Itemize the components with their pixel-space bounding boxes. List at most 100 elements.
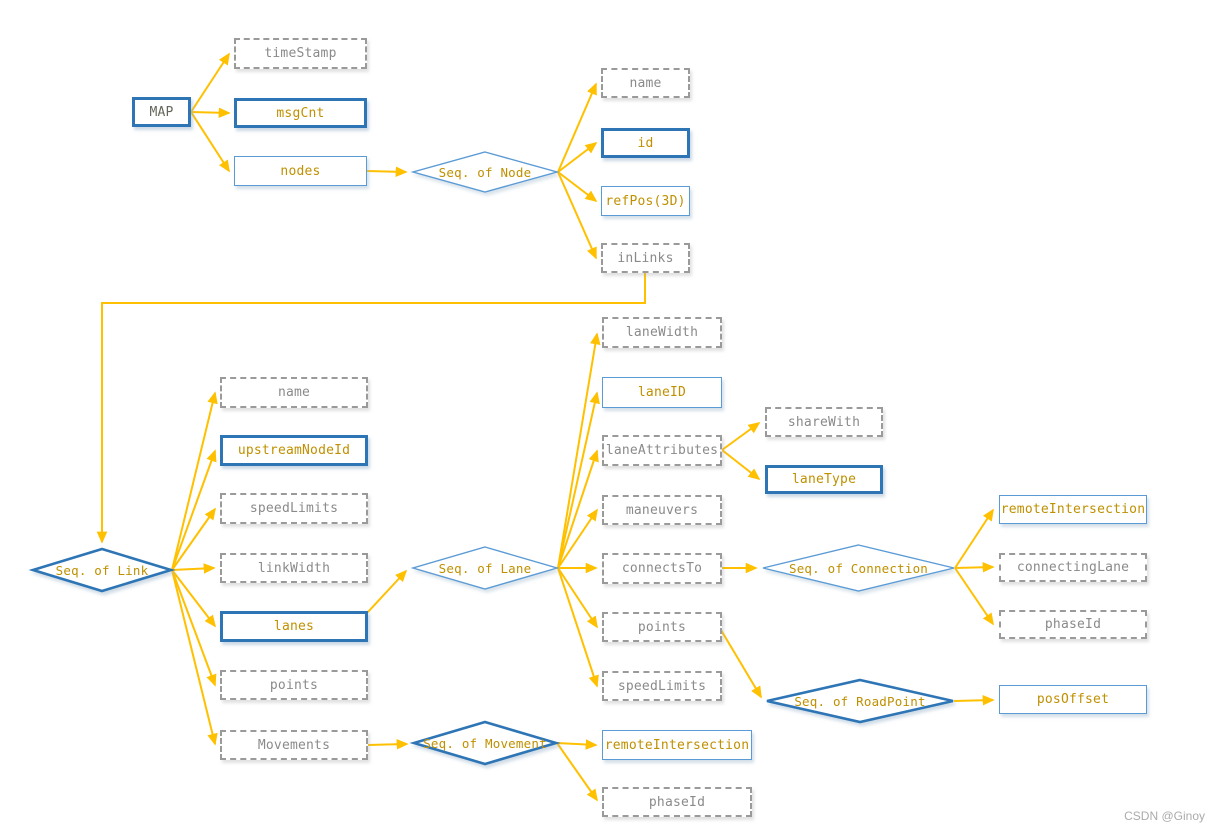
edge-map-to-nodes	[190, 111, 230, 173]
node-node-inlinks: inLinks	[601, 243, 690, 273]
node-map: MAP	[132, 97, 191, 127]
node-conn-connectinglane: connectingLane	[999, 553, 1147, 582]
node-mv-remoteintersection: remoteIntersection	[602, 730, 752, 760]
node-label-conn-phaseid: phaseId	[1044, 617, 1102, 632]
node-link-lanes: lanes	[220, 611, 368, 642]
diamond-shape	[766, 678, 954, 724]
edge-seq-of-lane-to-lane-laneattributes	[557, 449, 599, 569]
edge-seq-of-connection-to-conn-connectinglane	[954, 561, 995, 573]
node-lane-laneattributes: laneAttributes	[602, 435, 722, 466]
diamond-shape	[28, 547, 176, 593]
watermark-text: CSDN @Ginoy	[1124, 809, 1205, 823]
node-label-lane-lanewidth: laneWidth	[625, 325, 699, 340]
edge-seq-of-connection-to-conn-remoteintersection	[954, 508, 994, 569]
node-label-conn-remoteintersection: remoteIntersection	[1000, 502, 1146, 517]
node-link-name: name	[220, 377, 368, 408]
node-label-link-linkwidth: linkWidth	[257, 560, 331, 576]
edge-lane-laneattributes-to-lanetype	[721, 449, 761, 481]
node-node-id: id	[601, 128, 690, 158]
node-timestamp: timeStamp	[234, 38, 367, 69]
node-lane-laneid: laneID	[602, 377, 722, 408]
edge-seq-of-link-to-link-lanes	[171, 569, 217, 628]
node-link-linkwidth: linkWidth	[220, 553, 368, 583]
node-label-nodes: nodes	[280, 163, 321, 179]
node-lane-points: points	[602, 612, 722, 642]
edge-seq-of-lane-to-lane-lanewidth	[557, 332, 601, 569]
node-label-mv-phaseid: phaseId	[648, 794, 706, 810]
node-label-node-name: name	[629, 75, 662, 91]
edge-node-inlinks-to-seq-of-link	[96, 273, 646, 544]
edge-seq-of-node-to-node-name	[557, 82, 597, 173]
node-label-link-name: name	[277, 385, 311, 400]
node-label-mv-remoteintersection: remoteIntersection	[604, 737, 750, 753]
node-label-posoffset: posOffset	[1036, 692, 1110, 707]
edge-link-movements-to-seq-of-movement	[367, 738, 409, 750]
node-label-lane-connectsto: connectsTo	[621, 561, 703, 576]
edge-map-to-timestamp	[190, 52, 230, 113]
node-lanetype: laneType	[765, 465, 883, 494]
node-label-link-lanes: lanes	[273, 619, 315, 634]
edge-seq-of-roadpoint-to-posoffset	[953, 694, 995, 706]
node-link-movements: Movements	[220, 730, 368, 760]
node-link-speedlimits: speedLimits	[220, 493, 368, 524]
node-seq-of-connection: Seq. of Connection	[762, 544, 955, 592]
node-label-seq-of-lane: Seq. of Lane	[438, 560, 532, 576]
edge-seq-of-node-to-node-refpos	[557, 171, 598, 203]
node-label-link-movements: Movements	[257, 737, 331, 753]
edge-seq-of-link-to-link-upstreamnodeid	[171, 449, 217, 571]
diamond-shape	[410, 151, 560, 193]
edge-lane-laneattributes-to-sharewith	[721, 422, 761, 451]
node-label-link-points: points	[269, 677, 319, 693]
node-label-lane-points: points	[637, 619, 687, 635]
node-seq-of-node: Seq. of Node	[410, 151, 560, 193]
node-conn-phaseid: phaseId	[999, 610, 1147, 639]
node-seq-of-movement: Seq. of Movement	[409, 720, 561, 766]
edge-link-lanes-to-seq-of-lane	[366, 569, 408, 614]
diamond-shape	[410, 546, 560, 590]
edge-map-to-msgcnt	[190, 107, 231, 119]
node-label-lane-speedlimits: speedLimits	[617, 678, 707, 694]
node-label-link-upstreamnodeid: upstreamNodeId	[237, 443, 351, 458]
edge-seq-of-movement-to-mv-phaseid	[556, 742, 598, 802]
node-sharewith: shareWith	[765, 407, 883, 437]
node-label-seq-of-link: Seq. of Link	[55, 562, 149, 578]
edge-seq-of-node-to-node-inlinks	[557, 171, 597, 260]
diamond-shape	[409, 720, 561, 766]
node-lane-lanewidth: laneWidth	[602, 317, 722, 348]
node-label-lane-laneattributes: laneAttributes	[605, 443, 719, 458]
edge-seq-of-link-to-link-speedlimits	[171, 507, 216, 571]
edge-seq-of-link-to-link-linkwidth	[171, 563, 216, 574]
node-node-refpos: refPos(3D)	[601, 186, 690, 216]
node-mv-phaseid: phaseId	[602, 787, 752, 817]
node-msgcnt: msgCnt	[234, 98, 367, 128]
node-nodes: nodes	[234, 156, 367, 186]
node-label-lanetype: laneType	[791, 472, 857, 487]
node-label-conn-connectinglane: connectingLane	[1016, 560, 1130, 575]
node-link-upstreamnodeid: upstreamNodeId	[220, 435, 368, 466]
edge-seq-of-movement-to-mv-remoteintersection	[556, 739, 598, 750]
node-label-node-inlinks: inLinks	[617, 250, 674, 266]
node-label-map: MAP	[149, 104, 174, 120]
edge-seq-of-link-to-link-name	[171, 391, 218, 571]
edge-seq-of-link-to-link-movements	[171, 569, 218, 746]
node-label-msgcnt: msgCnt	[276, 105, 325, 121]
edge-seq-of-lane-to-lane-speedlimits	[557, 567, 599, 688]
node-seq-of-link: Seq. of Link	[28, 547, 176, 593]
node-node-name: name	[601, 68, 690, 98]
edge-seq-of-lane-to-lane-laneid	[557, 391, 600, 569]
node-label-seq-of-node: Seq. of Node	[438, 164, 532, 180]
node-lane-speedlimits: speedLimits	[602, 671, 722, 701]
edge-lane-points-to-seq-of-roadpoint	[720, 629, 762, 699]
node-label-seq-of-movement: Seq. of Movement	[423, 735, 547, 751]
node-label-seq-of-roadpoint: Seq. of RoadPoint	[794, 693, 926, 709]
node-seq-of-lane: Seq. of Lane	[410, 546, 560, 590]
node-label-timestamp: timeStamp	[264, 46, 337, 61]
node-lane-maneuvers: maneuvers	[602, 495, 722, 525]
edge-seq-of-connection-to-conn-phaseid	[954, 567, 994, 626]
edge-seq-of-link-to-link-points	[171, 569, 217, 687]
edge-seq-of-lane-to-lane-maneuvers	[557, 508, 598, 569]
node-link-points: points	[220, 670, 368, 700]
node-label-node-refpos: refPos(3D)	[605, 193, 686, 209]
node-lane-connectsto: connectsTo	[602, 553, 722, 584]
